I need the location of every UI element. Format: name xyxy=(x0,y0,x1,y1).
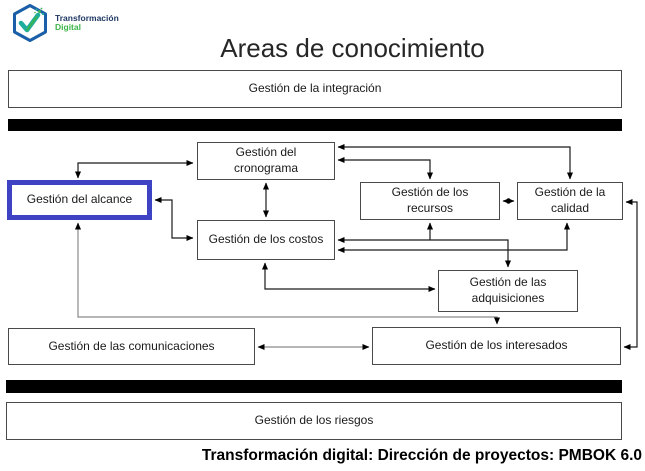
logo-hexagon-check-icon xyxy=(13,4,47,42)
node-comunicaciones: Gestión de las comunicaciones xyxy=(8,328,255,365)
node-comunicaciones-label: Gestión de las comunicaciones xyxy=(48,338,215,353)
node-riesgos: Gestión de los riesgos xyxy=(6,402,622,440)
node-adquisiciones-label: Gestión de las adquisiciones xyxy=(469,275,547,305)
node-alcance-label: Gestión del alcance xyxy=(26,192,133,207)
node-costos: Gestión de los costos xyxy=(197,220,335,260)
node-interesados: Gestión de los interesados xyxy=(372,327,621,365)
connector-calidad-interesados xyxy=(623,198,638,351)
footer-caption: Transformación digital: Dirección de pro… xyxy=(201,447,642,464)
logo-text-line2: Digital xyxy=(55,22,81,32)
node-costos-label: Gestión de los costos xyxy=(208,232,324,247)
connector-alcance-cronograma xyxy=(74,159,194,179)
node-riesgos-label: Gestión de los riesgos xyxy=(254,413,374,428)
node-recursos: Gestión de los recursos xyxy=(360,182,500,220)
node-recursos-label: Gestión de los recursos xyxy=(391,185,469,215)
connector-alcance-costos xyxy=(154,196,194,242)
node-cronograma-label: Gestión del cronograma xyxy=(233,145,299,175)
node-calidad: Gestión de la calidad xyxy=(517,182,623,220)
node-integracion-label: Gestión de la integración xyxy=(248,81,382,96)
connector-cronograma-calidad xyxy=(337,143,574,180)
connector-cronograma-recursos xyxy=(337,156,434,180)
node-adquisiciones: Gestión de las adquisiciones xyxy=(438,270,578,312)
connector-costos-adquisiciones-left xyxy=(261,262,436,293)
separator-bar-bottom xyxy=(6,380,622,393)
node-cronograma: Gestión del cronograma xyxy=(197,142,335,180)
node-calidad-label: Gestión de la calidad xyxy=(534,185,606,215)
connector-costos-adquisiciones-top xyxy=(337,236,512,268)
logo-text-line1: Transformación xyxy=(55,13,119,24)
node-integracion: Gestión de la integración xyxy=(8,70,622,108)
page-title: Areas de conocimiento xyxy=(220,33,485,63)
separator-bar-top xyxy=(8,119,622,131)
connector-costos-calidad xyxy=(337,222,571,254)
node-alcance-highlighted: Gestión del alcance xyxy=(7,180,152,220)
node-interesados-label: Gestión de los interesados xyxy=(425,338,568,353)
logo-text: Transformación Digital xyxy=(55,14,119,32)
logo: Transformación Digital xyxy=(10,3,119,43)
